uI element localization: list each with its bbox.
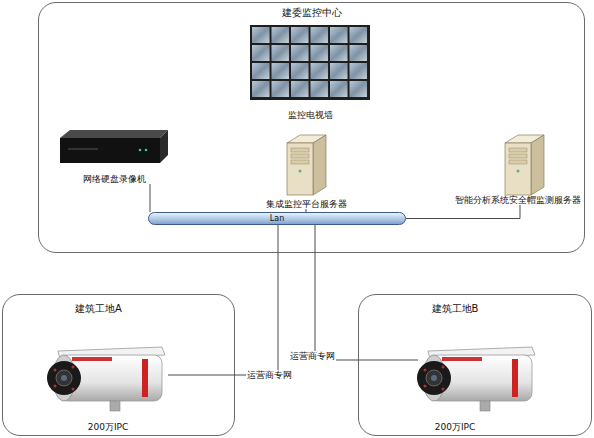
- server-image: [505, 135, 544, 195]
- network-link: [406, 205, 520, 219]
- network-link: [315, 225, 418, 360]
- camera-image: [47, 347, 165, 411]
- monitor-wall: 监控电视墙: [248, 24, 372, 120]
- node-label: Lan: [270, 214, 284, 223]
- monitor-wall-image: [250, 25, 370, 100]
- monitor-wall-image: [250, 25, 370, 100]
- nvr-device: 网络硬盘录像机: [56, 128, 172, 184]
- node-label: 200万IPC: [88, 422, 129, 432]
- node-label: 智能分析系统安全帽监测服务器: [455, 195, 581, 205]
- nvr-image: [139, 149, 142, 152]
- site-region: 建筑工地B 200万IPC: [358, 294, 592, 436]
- center-region: 建委监控中心监控电视墙网络硬盘录像机集成监控平台服务器 智能分析系统安全帽监测服务…: [38, 2, 585, 253]
- nvr-image: [60, 130, 168, 163]
- server-device: 集成监控平台服务器: [258, 133, 354, 209]
- node-label: 网络硬盘录像机: [83, 174, 146, 184]
- server-image: [287, 135, 326, 195]
- node-label: 建筑工地A: [75, 303, 122, 315]
- nvr-image: [160, 130, 168, 163]
- node-label: 监控电视墙: [288, 110, 333, 120]
- node-label: 集成监控平台服务器: [266, 199, 347, 209]
- camera-device: 200万IPC: [48, 340, 168, 434]
- node-label: 200万IPC: [435, 422, 476, 432]
- lan-bus: Lan: [148, 212, 406, 225]
- node-label: 建委监控中心: [282, 7, 342, 19]
- server-device: 智能分析系统安全帽监测服务器: [452, 133, 584, 205]
- network-link: [168, 225, 278, 375]
- monitor-wall-image: [252, 27, 368, 98]
- link-label: 运营商专网: [246, 370, 293, 380]
- camera-image: [417, 347, 535, 411]
- camera-device: 200万IPC: [418, 340, 528, 434]
- node-label: 建筑工地B: [432, 303, 479, 315]
- link-label: 运营商专网: [289, 351, 336, 361]
- nvr-image: [68, 148, 98, 150]
- nvr-image: [145, 149, 148, 152]
- network-link: [150, 184, 151, 212]
- nvr-image: [60, 138, 160, 163]
- nvr-image: [60, 130, 168, 138]
- site-region: 建筑工地A 200万IPC: [2, 294, 235, 436]
- network-link: [306, 209, 307, 212]
